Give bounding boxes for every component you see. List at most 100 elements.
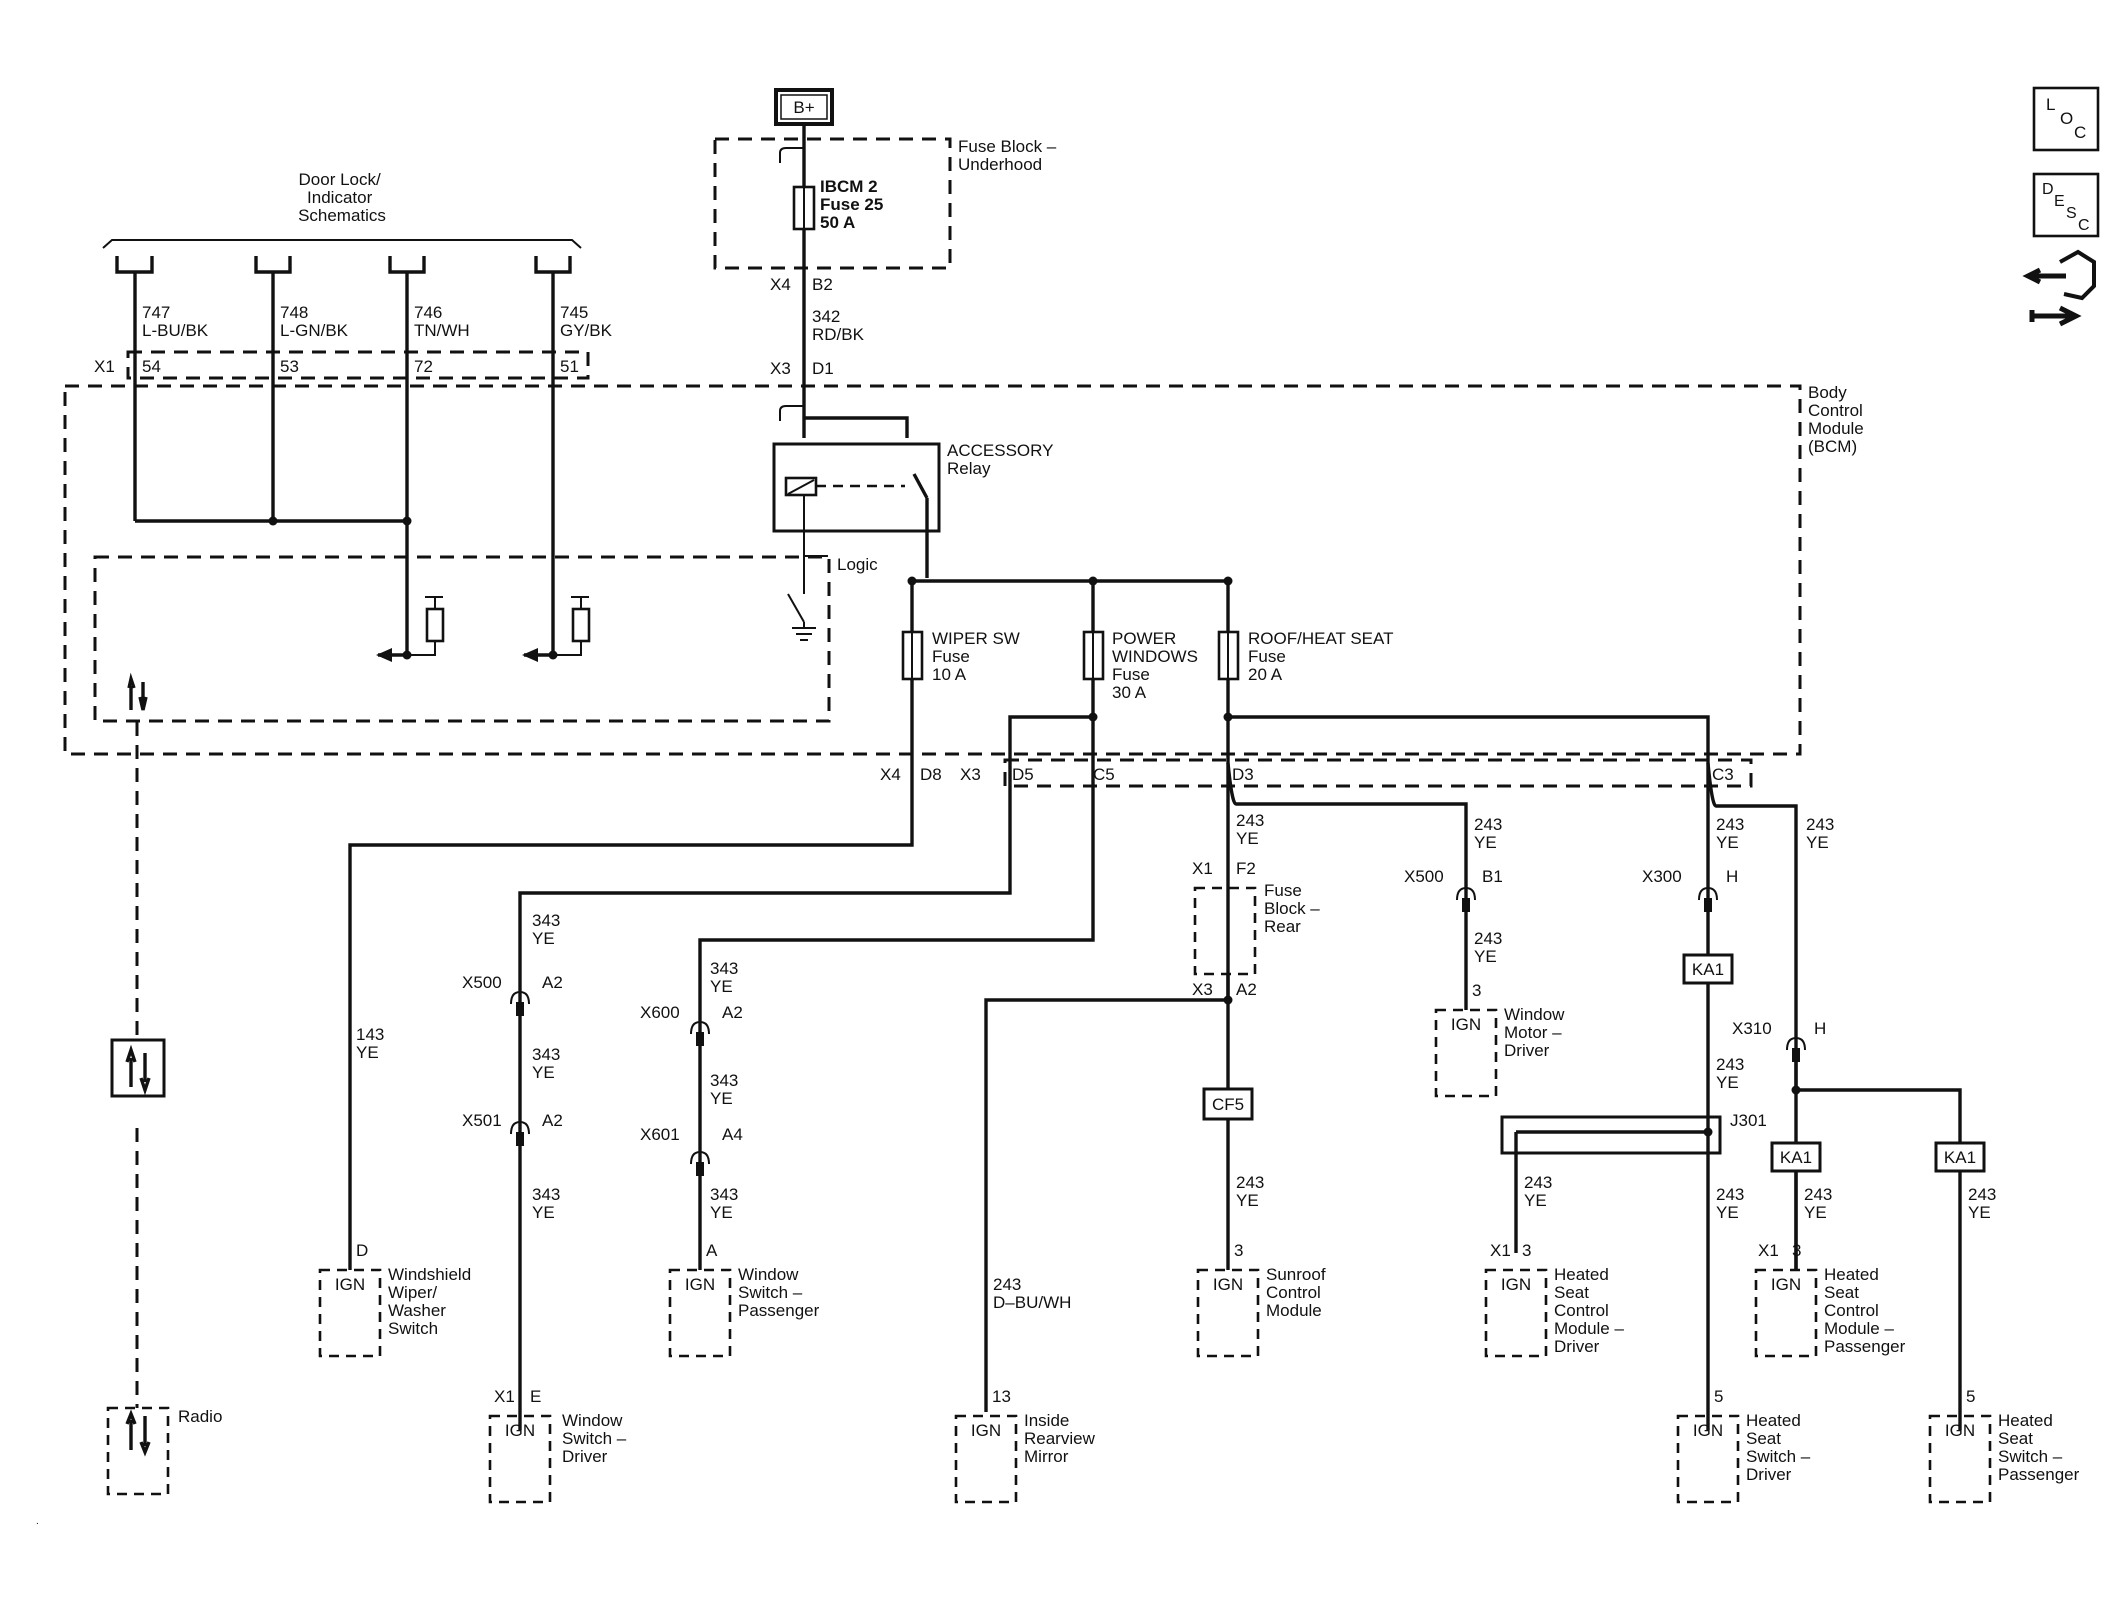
svg-text:E: E bbox=[2054, 193, 2065, 210]
fuse-block-underhood-outline bbox=[713, 137, 952, 270]
feed-pins-top: X4 B2 bbox=[770, 275, 833, 294]
wire-343-passenger bbox=[698, 717, 1095, 1270]
svg-text:IGN: IGN bbox=[1501, 1275, 1531, 1294]
svg-text:KA1: KA1 bbox=[1692, 960, 1724, 979]
svg-text:O: O bbox=[2060, 109, 2073, 128]
svg-text:IGN: IGN bbox=[1451, 1015, 1481, 1034]
door-lock-brace bbox=[102, 239, 582, 249]
relay-coil bbox=[784, 476, 818, 497]
fuse-block-underhood-title: Fuse Block – Underhood bbox=[958, 137, 1061, 174]
wire-243-window-motor bbox=[1226, 762, 1468, 1010]
logic-block bbox=[93, 555, 831, 723]
accessory-relay bbox=[772, 442, 941, 533]
svg-text:IGN: IGN bbox=[335, 1275, 365, 1294]
connector-end-view-icon[interactable] bbox=[2022, 249, 2096, 327]
svg-text:C: C bbox=[2074, 123, 2086, 142]
svg-text:A: A bbox=[706, 1241, 718, 1260]
x1-connector-band bbox=[126, 350, 590, 380]
j301-splice bbox=[1500, 1115, 1722, 1155]
svg-text:53: 53 bbox=[280, 357, 299, 376]
svg-text:IGN: IGN bbox=[1771, 1275, 1801, 1294]
svg-text:54: 54 bbox=[142, 357, 161, 376]
svg-text:IGN: IGN bbox=[1693, 1421, 1723, 1440]
bcm-title: Body Control Module (BCM) bbox=[1808, 383, 1869, 456]
wire-343-driver bbox=[518, 715, 1093, 1430]
wire-243-heat-seat-passenger bbox=[1706, 762, 1798, 1090]
svg-text:3: 3 bbox=[1472, 981, 1481, 1000]
svg-text:72: 72 bbox=[414, 357, 433, 376]
door-lock-terminals bbox=[115, 256, 572, 274]
bus-tap-top bbox=[779, 147, 804, 163]
svg-text:IGN: IGN bbox=[1213, 1275, 1243, 1294]
svg-text:C: C bbox=[2078, 217, 2090, 234]
bcm-outline bbox=[63, 384, 1802, 756]
radio: Radio bbox=[106, 1406, 222, 1496]
wire-243-mirror bbox=[984, 974, 1230, 1412]
bcm-pins: X4 D8 X3 D5 C5 D3 C3 bbox=[880, 765, 1734, 784]
ibcm2-fuse bbox=[792, 185, 816, 231]
svg-text:S: S bbox=[2066, 205, 2077, 222]
radio-label: Radio bbox=[178, 1407, 222, 1426]
desc-icon[interactable]: D E S C bbox=[2032, 172, 2100, 238]
svg-text:IGN: IGN bbox=[1945, 1421, 1975, 1440]
svg-text:IGN: IGN bbox=[971, 1421, 1001, 1440]
feed-pins-bcm: X3 D1 bbox=[770, 359, 834, 378]
svg-text:IGN: IGN bbox=[685, 1275, 715, 1294]
loc-icon[interactable]: L O C bbox=[2032, 86, 2100, 152]
x1-label: X1 bbox=[94, 357, 115, 376]
svg-text:.: . bbox=[36, 1516, 39, 1527]
svg-text:X1E: X1E bbox=[494, 1387, 541, 1406]
svg-text:5: 5 bbox=[1714, 1387, 1723, 1406]
svg-text:KA1: KA1 bbox=[1944, 1148, 1976, 1167]
accessory-relay-label: ACCESSORY Relay bbox=[947, 441, 1058, 478]
svg-text:L: L bbox=[2046, 95, 2055, 114]
relay-ground-switch bbox=[787, 555, 828, 641]
